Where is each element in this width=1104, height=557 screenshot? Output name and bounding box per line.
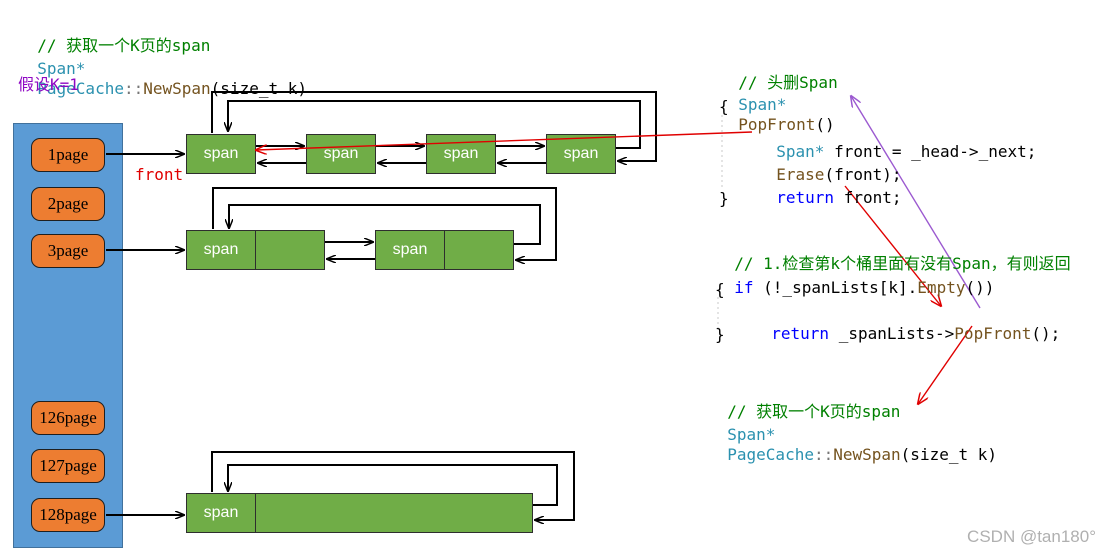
scope-operator: :: [123,79,144,98]
code-text: (!_spanLists[k]. [753,278,918,297]
check-return-line: return _spanLists->PopFront(); [752,304,1060,344]
return-arrow [844,185,941,306]
span-node: span [426,134,496,174]
keyword: if [734,278,754,297]
bucket-127page: 127page [31,449,105,483]
bucket-2page: 2page [31,187,105,221]
code-text: front; [834,188,902,207]
top-code-comment: // 获取一个K页的span [18,16,210,56]
front-pointer-arrow [256,131,753,150]
code-text: front = _head->_next; [824,142,1037,161]
check-comment: // 1.检查第k个桶里面有没有Span，有则返回 [715,234,1071,274]
assume-note: 假设K=1 [18,75,79,94]
close-brace: } [715,325,725,344]
bottom-code-comment: // 获取一个K页的span [708,382,900,422]
span-node: span [546,134,616,174]
bucket-126page: 126page [31,401,105,435]
span-label: span [563,145,599,162]
popfront-comment: // 头删Span [719,53,838,93]
page-divider [255,231,256,269]
open-brace: { [715,280,725,299]
code-comment: // 获取一个K页的span [727,402,901,421]
function-name: Empty [917,278,966,297]
bucket-3page: 3page [31,234,105,268]
code-comment: // 头删Span [738,73,838,92]
function-name: PopFront [954,324,1032,343]
function-name: NewSpan [833,445,901,464]
bucket-1page: 1page [31,138,105,172]
page-divider [444,231,445,269]
return-arrow [918,325,973,404]
popfront-line1: Span* front = _head->_next; [757,122,1036,162]
code-text: _spanLists-> [829,324,955,343]
popfront-line3: return front; [757,168,902,208]
function-params: (size_t k) [900,445,997,464]
span-label: span [443,145,479,162]
type-name: Span* [727,425,776,444]
scope-operator: :: [813,445,834,464]
code-text: (); [1031,324,1061,343]
call-arrow [851,96,981,309]
span-node-2pages: span [375,230,514,270]
span-label: span [323,145,359,162]
front-label: front [135,165,184,184]
span-label: span [203,241,239,258]
span-label: span [203,504,239,521]
function-params: (size_t k) [210,79,307,98]
span-node-128pages: span [186,493,533,533]
close-brace: } [719,189,729,208]
class-name: PageCache [37,79,124,98]
class-name: PageCache [727,445,814,464]
span-node: span [306,134,376,174]
span-label: span [203,145,239,162]
function-name: PopFront [738,115,816,134]
type-name: Span* [37,59,86,78]
function-name: Erase [776,165,825,184]
page-divider [255,494,256,532]
span-node: span [186,134,256,174]
type-name: Span* [776,142,825,161]
function-name: NewSpan [143,79,211,98]
code-text: (front); [824,165,902,184]
bottom-code-signature: Span* PageCache::NewSpan(size_t k) [708,405,997,465]
check-if-line: if (!_spanLists[k].Empty()) [715,258,994,298]
code-text: ()) [965,278,995,297]
keyword: return [776,188,835,207]
popfront-signature: Span* PopFront() [719,75,835,135]
popfront-line2: Erase(front); [757,145,902,185]
function-parens: () [815,115,835,134]
span-node-2pages: span [186,230,325,270]
keyword: return [771,324,830,343]
watermark: CSDN @tan180° [967,527,1096,546]
code-comment: // 获取一个K页的span [37,36,211,55]
bucket-128page: 128page [31,498,105,532]
open-brace: { [719,97,729,116]
type-name: Span* [738,95,787,114]
code-comment: // 1.检查第k个桶里面有没有Span，有则返回 [734,254,1071,273]
top-code-signature: Span* PageCache::NewSpan(size_t k) [18,39,307,99]
span-label: span [392,241,428,258]
